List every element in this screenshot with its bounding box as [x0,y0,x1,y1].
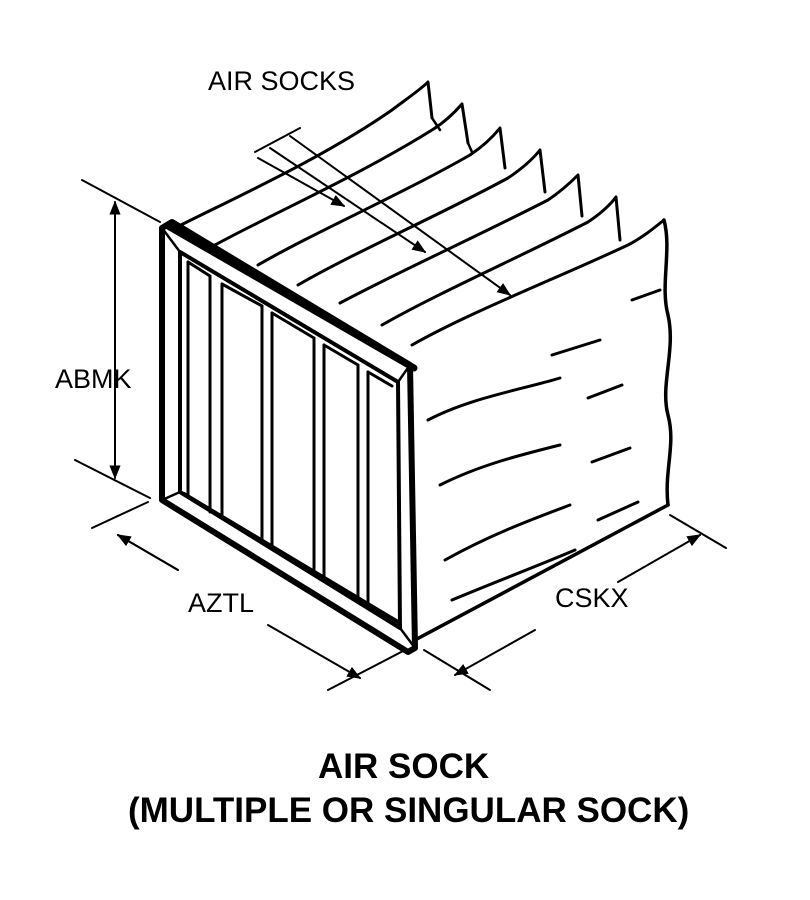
sock-pleats [173,80,666,347]
header-frame [159,219,418,655]
air-socks-callout: AIR SOCKS [208,66,512,296]
caption: AIR SOCK (MULTIPLE OR SINGULAR SOCK) [128,747,689,830]
air-socks-label: AIR SOCKS [208,66,355,96]
depth-dimension: CSKX [423,514,727,691]
depth-label: CSKX [555,583,629,613]
width-dimension: AZTL [91,501,406,691]
sock-side [413,218,673,642]
caption-subtitle: (MULTIPLE OR SINGULAR SOCK) [128,791,689,830]
caption-title: AIR SOCK [318,747,489,786]
height-label: ABMK [55,364,132,394]
height-dimension: ABMK [55,179,161,499]
width-label: AZTL [188,588,254,618]
